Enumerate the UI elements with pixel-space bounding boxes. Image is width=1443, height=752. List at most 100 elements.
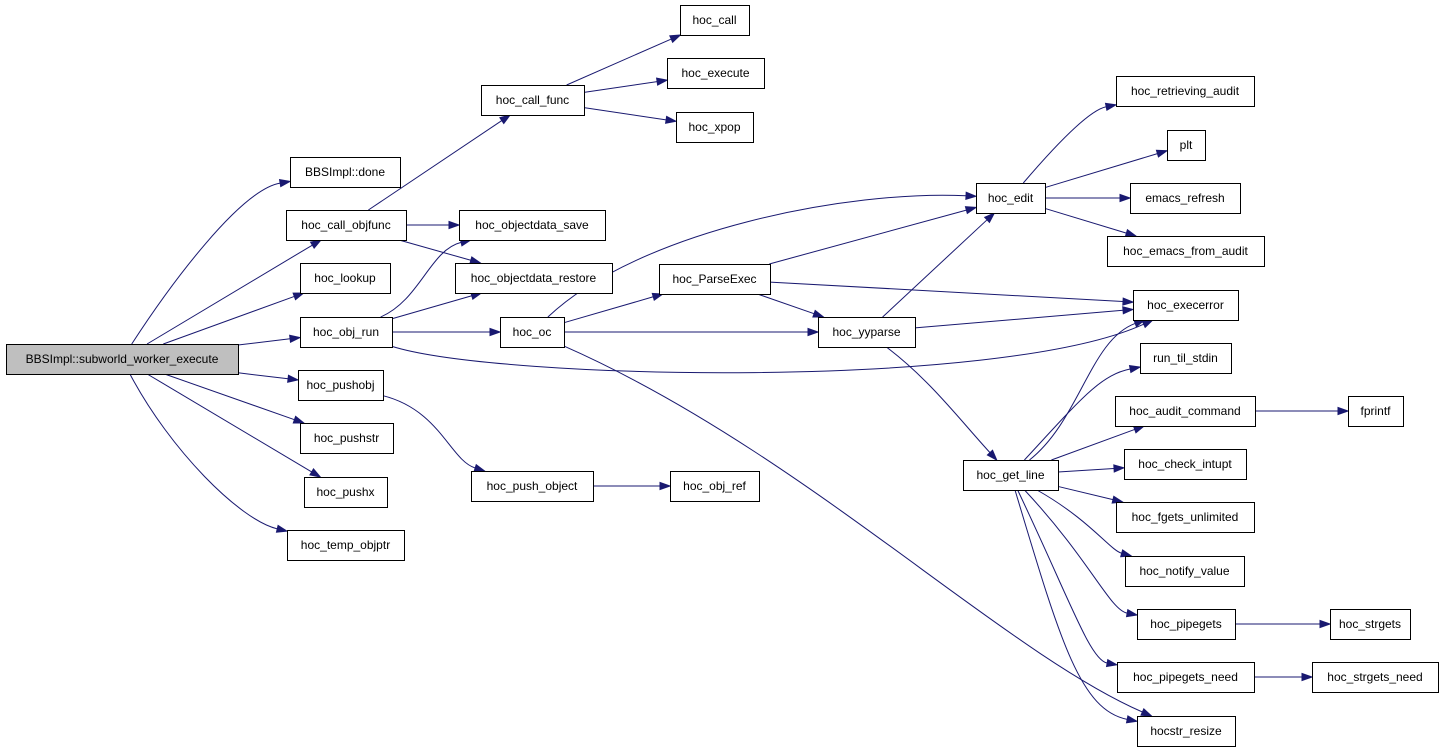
edge-n20-n22 <box>1022 102 1118 184</box>
edge-line <box>1029 322 1136 461</box>
node-n18[interactable]: hoc_ParseExec <box>659 264 771 295</box>
node-label: hoc_call <box>692 13 736 27</box>
edge-line <box>368 120 503 211</box>
node-label: hoc_oc <box>513 325 552 339</box>
edge-n2-n9 <box>368 114 512 211</box>
node-n13[interactable]: hoc_push_object <box>471 471 594 502</box>
node-n4[interactable]: hoc_obj_run <box>300 317 393 348</box>
edge-arrowhead <box>1128 364 1142 374</box>
edge-arrowhead <box>669 34 682 44</box>
node-label: hoc_call_func <box>496 93 569 107</box>
edge-arrowhead <box>473 463 487 472</box>
edge-arrowhead <box>275 524 289 533</box>
node-n7[interactable]: hoc_pushx <box>304 477 388 508</box>
node-n30[interactable]: hoc_fgets_unlimited <box>1116 502 1255 533</box>
node-box <box>300 317 393 348</box>
node-box <box>481 85 585 116</box>
node-box <box>1117 662 1255 693</box>
node-box <box>1348 396 1404 427</box>
node-n14[interactable]: hoc_call <box>680 5 750 36</box>
node-n27[interactable]: run_til_stdin <box>1140 343 1232 374</box>
node-n34[interactable]: hocstr_resize <box>1137 716 1236 747</box>
edge-line <box>380 241 462 318</box>
edge-arrowhead <box>1122 297 1135 306</box>
node-n1[interactable]: BBSImpl::done <box>290 157 401 188</box>
edge-n32-n36 <box>1235 619 1332 629</box>
node-n26[interactable]: hoc_execerror <box>1133 290 1239 321</box>
edge-line <box>769 281 1124 303</box>
node-n6[interactable]: hoc_pushstr <box>300 423 394 454</box>
node-label: hoc_strgets <box>1339 617 1401 631</box>
node-n29[interactable]: hoc_check_intupt <box>1124 449 1247 480</box>
edge-n21-n27 <box>1024 364 1142 461</box>
node-n17[interactable]: hoc_obj_ref <box>670 471 760 502</box>
edge-arrowhead <box>964 206 978 215</box>
node-n24[interactable]: emacs_refresh <box>1130 183 1241 214</box>
node-label: plt <box>1180 138 1193 152</box>
node-label: hoc_lookup <box>314 271 376 285</box>
node-n28[interactable]: hoc_audit_command <box>1115 396 1256 427</box>
node-n19[interactable]: hoc_yyparse <box>818 317 916 348</box>
node-n33[interactable]: hoc_pipegets_need <box>1117 662 1255 693</box>
node-n37[interactable]: hoc_strgets_need <box>1312 662 1439 693</box>
edge-n9-n16 <box>583 107 678 124</box>
edge-arrowhead <box>287 374 300 383</box>
node-box <box>298 370 384 401</box>
node-label: hoc_pushstr <box>314 431 379 445</box>
node-n2[interactable]: hoc_call_objfunc <box>286 210 407 241</box>
node-n9[interactable]: hoc_call_func <box>481 85 585 116</box>
edge-arrowhead <box>499 114 512 125</box>
node-n8[interactable]: hoc_temp_objptr <box>287 530 405 561</box>
node-label: hoc_check_intupt <box>1138 457 1232 471</box>
edge-line <box>563 296 654 324</box>
node-n5[interactable]: hoc_pushobj <box>298 370 384 401</box>
node-label: hoc_pushobj <box>306 378 374 392</box>
node-n31[interactable]: hoc_notify_value <box>1125 556 1245 587</box>
edge-n19-n26 <box>914 306 1135 329</box>
node-label: hoc_yyparse <box>832 325 900 339</box>
node-label: hoc_pipegets <box>1150 617 1221 631</box>
edge-n12-n20 <box>547 191 978 318</box>
node-n23[interactable]: plt <box>1167 130 1206 161</box>
node-n20[interactable]: hoc_edit <box>976 183 1046 214</box>
node-box <box>1116 76 1255 107</box>
edge-n12-n34 <box>563 345 1153 717</box>
node-n11[interactable]: hoc_objectdata_restore <box>455 263 613 294</box>
edge-n12-n19 <box>564 327 820 337</box>
node-box <box>300 263 391 294</box>
node-n10[interactable]: hoc_objectdata_save <box>459 210 606 241</box>
node-box <box>659 264 771 295</box>
edge-n18-n20 <box>769 206 978 265</box>
node-label: hoc_execerror <box>1147 298 1224 312</box>
node-label: hocstr_resize <box>1150 724 1222 738</box>
node-n35[interactable]: fprintf <box>1348 396 1404 427</box>
node-n15[interactable]: hoc_execute <box>667 58 765 89</box>
edge-line <box>1044 153 1158 189</box>
edge-arrowhead <box>1337 406 1350 416</box>
node-n12[interactable]: hoc_oc <box>500 317 565 348</box>
node-n32[interactable]: hoc_pipegets <box>1137 609 1236 640</box>
node-n36[interactable]: hoc_strgets <box>1330 609 1411 640</box>
node-n16[interactable]: hoc_xpop <box>676 112 754 143</box>
edge-n20-n25 <box>1044 207 1138 237</box>
edge-arrowhead <box>651 292 665 301</box>
node-n3[interactable]: hoc_lookup <box>300 263 391 294</box>
edge-n21-n34 <box>1014 489 1139 724</box>
node-label: hoc_pushx <box>316 485 374 499</box>
edge-line <box>1017 489 1108 664</box>
node-label: hoc_fgets_unlimited <box>1132 510 1239 524</box>
edge-n9-n15 <box>583 77 669 93</box>
node-n22[interactable]: hoc_retrieving_audit <box>1116 76 1255 107</box>
edge-n21-n33 <box>1017 489 1119 668</box>
node-n21[interactable]: hoc_get_line <box>963 460 1059 491</box>
node-label: fprintf <box>1360 404 1391 418</box>
edge-n13-n17 <box>593 481 672 491</box>
node-box <box>1116 502 1255 533</box>
edge-line <box>129 373 278 530</box>
edge-n0-n1 <box>131 179 292 345</box>
edge-line <box>914 309 1124 329</box>
node-box <box>471 471 594 502</box>
node-n25[interactable]: hoc_emacs_from_audit <box>1107 236 1265 267</box>
node-n0[interactable]: BBSImpl::subworld_worker_execute <box>6 344 239 375</box>
node-label: hoc_push_object <box>487 479 578 493</box>
